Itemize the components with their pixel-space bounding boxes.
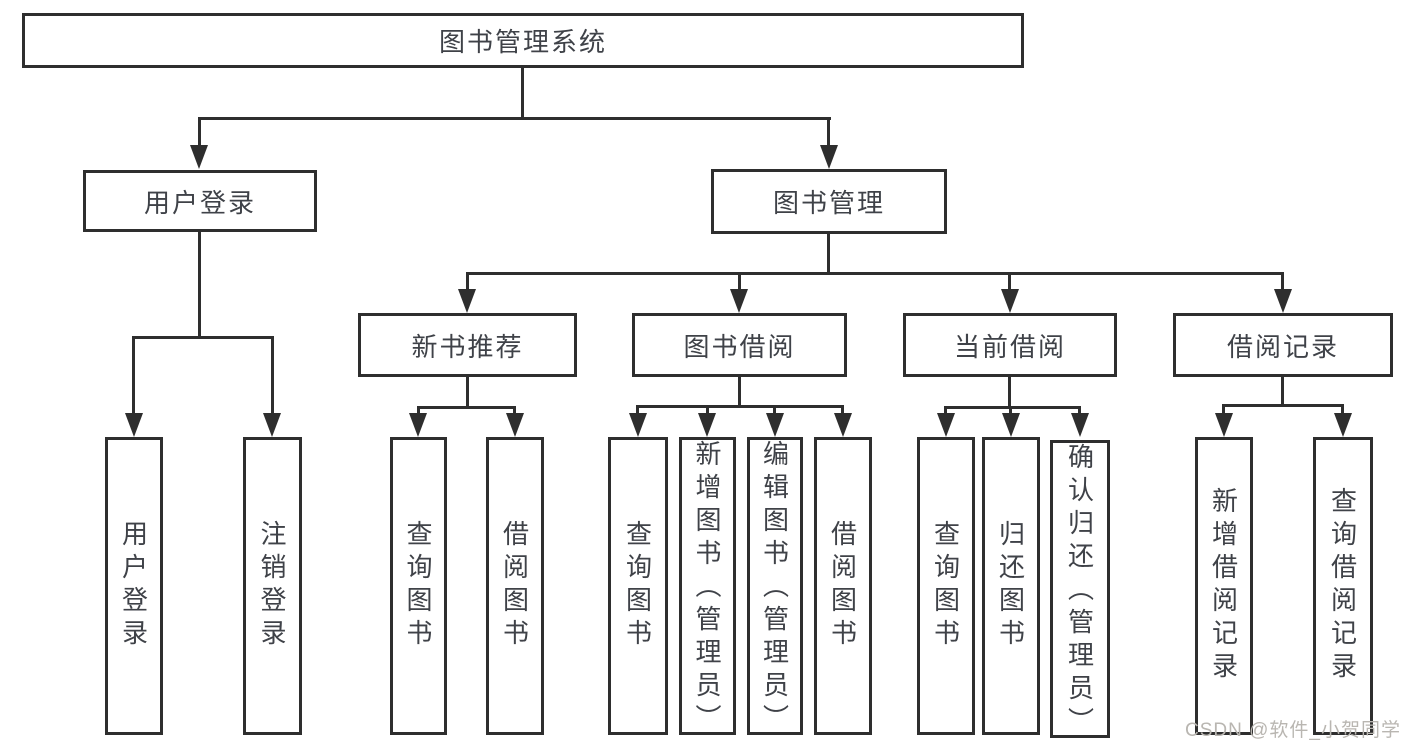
node-leaf-return-books-label: 归还图书 bbox=[995, 520, 1026, 652]
connector-group-d-down bbox=[1008, 377, 1011, 406]
node-leaf-edit-books-admin-label: 编辑图书（管理员） bbox=[759, 440, 790, 737]
connector-root-stem bbox=[521, 68, 524, 117]
connector-book-mgmt-stem bbox=[827, 117, 830, 147]
node-book-borrow-label: 图书借阅 bbox=[683, 331, 796, 362]
connector-d1-stem bbox=[944, 406, 947, 415]
node-leaf-logout: 注销登录 bbox=[243, 437, 302, 735]
node-user-login: 用户登录 bbox=[83, 170, 317, 232]
node-user-login-label: 用户登录 bbox=[143, 187, 256, 218]
node-leaf-user-login-label: 用户登录 bbox=[118, 520, 149, 652]
arrow-to-c1 bbox=[629, 413, 647, 437]
connector-group-c-bus bbox=[636, 405, 844, 408]
connector-c3-stem bbox=[773, 405, 776, 415]
node-root-label: 图书管理系统 bbox=[438, 27, 607, 57]
arrow-to-c2 bbox=[698, 413, 716, 437]
connector-user-login-bus bbox=[132, 336, 274, 339]
connector-c1-stem bbox=[636, 405, 639, 415]
connector-b2-stem bbox=[513, 406, 516, 415]
connector-level2-bus bbox=[466, 272, 1283, 275]
csdn-watermark: CSDN @软件_小贺同学 bbox=[1185, 720, 1401, 741]
connector-group-b-down bbox=[466, 377, 469, 406]
arrow-to-leaf-logout bbox=[263, 413, 281, 437]
node-leaf-borrow-books-label: 借阅图书 bbox=[827, 520, 858, 652]
node-leaf-borrow-books: 借阅图书 bbox=[814, 437, 872, 735]
node-leaf-add-borrow-record: 新增借阅记录 bbox=[1195, 437, 1253, 735]
node-leaf-user-login: 用户登录 bbox=[105, 437, 163, 735]
connector-b1-stem bbox=[417, 406, 420, 415]
node-book-management: 图书管理 bbox=[711, 169, 947, 234]
connector-group-e-bus bbox=[1222, 404, 1344, 407]
arrow-to-d3 bbox=[1071, 413, 1089, 437]
arrow-to-book-mgmt bbox=[820, 145, 838, 169]
node-leaf-logout-label: 注销登录 bbox=[257, 520, 287, 652]
node-leaf-query-books-recommend-label: 查询图书 bbox=[403, 520, 433, 652]
node-leaf-query-books-current: 查询图书 bbox=[917, 437, 975, 735]
connector-root-bus bbox=[198, 117, 831, 120]
arrow-to-b1 bbox=[409, 413, 427, 437]
arrow-to-book-borrow bbox=[730, 289, 748, 313]
connector-e2-stem bbox=[1341, 404, 1344, 415]
arrow-to-d2 bbox=[1002, 413, 1020, 437]
connector-book-borrow-stem bbox=[738, 272, 741, 291]
node-leaf-add-books-admin: 新增图书（管理员） bbox=[679, 437, 736, 737]
connector-leaf-login-stem bbox=[132, 336, 135, 415]
node-current-borrow: 当前借阅 bbox=[903, 313, 1117, 377]
node-leaf-query-books-borrow-label: 查询图书 bbox=[622, 520, 653, 652]
node-leaf-confirm-return-admin-label: 确认归还（管理员） bbox=[1064, 443, 1095, 740]
arrow-to-b2 bbox=[506, 413, 524, 437]
node-leaf-return-books: 归还图书 bbox=[982, 437, 1040, 735]
connector-group-e-down bbox=[1281, 377, 1284, 404]
node-book-borrow: 图书借阅 bbox=[632, 313, 847, 377]
arrow-to-borrow-records bbox=[1274, 289, 1292, 313]
arrow-to-c4 bbox=[834, 413, 852, 437]
node-leaf-query-books-borrow: 查询图书 bbox=[608, 437, 668, 735]
arrow-to-c3 bbox=[766, 413, 784, 437]
node-leaf-add-books-admin-label: 新增图书（管理员） bbox=[692, 440, 722, 737]
node-new-book-recommend-label: 新书推荐 bbox=[411, 331, 524, 362]
node-leaf-query-borrow-record-label: 查询借阅记录 bbox=[1327, 487, 1358, 685]
connector-group-d-bus bbox=[944, 406, 1081, 409]
connector-current-borrow-stem bbox=[1008, 272, 1011, 291]
connector-new-book-stem bbox=[466, 272, 469, 291]
node-root-system: 图书管理系统 bbox=[22, 13, 1024, 68]
node-leaf-borrow-books-recommend: 借阅图书 bbox=[486, 437, 544, 735]
node-new-book-recommend: 新书推荐 bbox=[358, 313, 577, 377]
arrow-to-user-login bbox=[190, 145, 208, 169]
connector-group-c-down bbox=[738, 377, 741, 405]
arrow-to-new-book-recommend bbox=[458, 289, 476, 313]
connector-borrow-records-stem bbox=[1281, 272, 1284, 291]
arrow-to-leaf-login bbox=[125, 413, 143, 437]
connector-c4-stem bbox=[841, 405, 844, 415]
node-borrow-records-label: 借阅记录 bbox=[1226, 331, 1339, 362]
connector-d3-stem bbox=[1078, 406, 1081, 415]
node-current-borrow-label: 当前借阅 bbox=[953, 331, 1066, 362]
connector-d2-stem bbox=[1009, 406, 1012, 415]
arrow-to-e2 bbox=[1334, 413, 1352, 437]
node-leaf-query-books-recommend: 查询图书 bbox=[390, 437, 447, 735]
node-borrow-records: 借阅记录 bbox=[1173, 313, 1393, 377]
connector-c2-stem bbox=[706, 405, 709, 415]
node-leaf-edit-books-admin: 编辑图书（管理员） bbox=[747, 437, 803, 737]
node-leaf-confirm-return-admin: 确认归还（管理员） bbox=[1050, 440, 1110, 740]
arrow-to-current-borrow bbox=[1001, 289, 1019, 313]
node-leaf-borrow-books-recommend-label: 借阅图书 bbox=[499, 520, 530, 652]
node-leaf-add-borrow-record-label: 新增借阅记录 bbox=[1208, 487, 1239, 685]
node-leaf-query-books-current-label: 查询图书 bbox=[930, 520, 961, 652]
connector-group-b-bus bbox=[417, 406, 516, 409]
node-leaf-query-borrow-record: 查询借阅记录 bbox=[1313, 437, 1373, 735]
connector-leaf-logout-stem bbox=[271, 336, 274, 415]
arrow-to-e1 bbox=[1215, 413, 1233, 437]
connector-user-login-down bbox=[198, 232, 201, 336]
connector-user-login-stem bbox=[198, 117, 201, 147]
connector-e1-stem bbox=[1222, 404, 1225, 415]
arrow-to-d1 bbox=[937, 413, 955, 437]
connector-book-mgmt-down bbox=[827, 234, 830, 272]
node-book-management-label: 图书管理 bbox=[772, 188, 885, 218]
